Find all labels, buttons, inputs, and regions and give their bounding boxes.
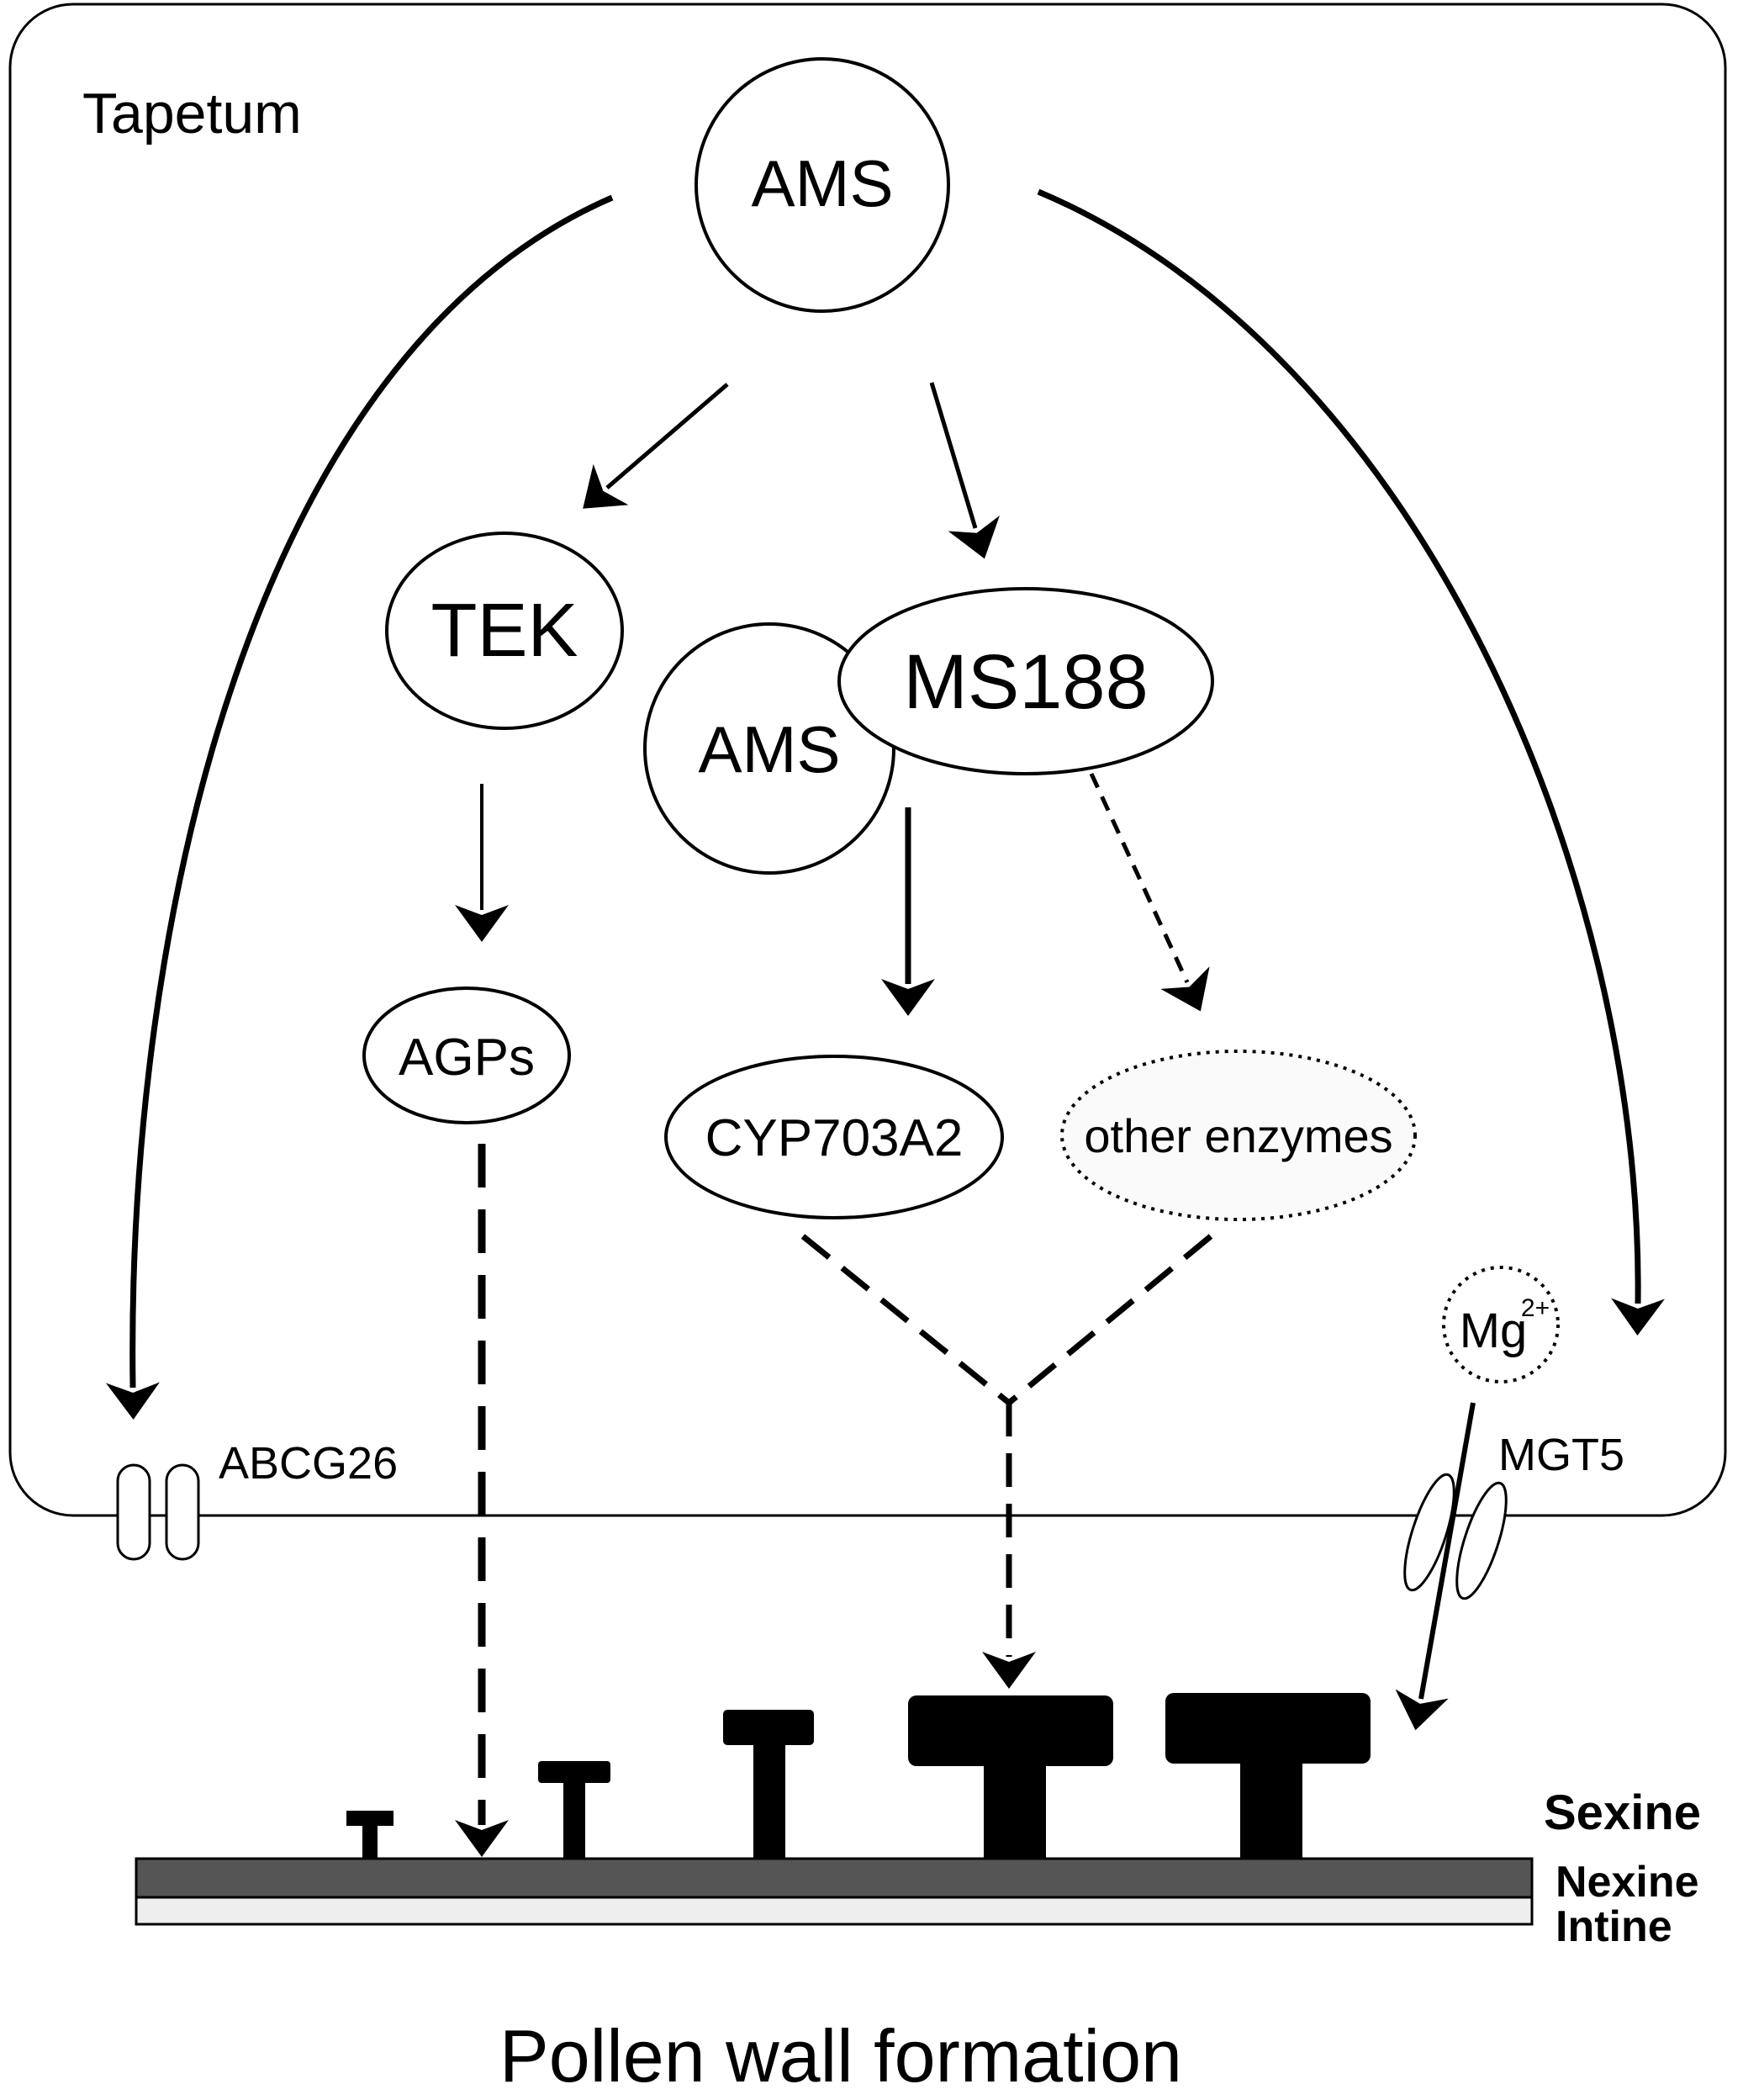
mgt5-label: MGT5 (1498, 1430, 1624, 1480)
sexine-bacula-2 (538, 1761, 610, 1859)
tapetum-cell (8, 3, 1727, 1517)
ms188-ellipse (837, 587, 1214, 775)
sexine-label: Sexine (1544, 1785, 1701, 1840)
sexine-structures (346, 1693, 1371, 1859)
nexine-label: Nexine (1555, 1858, 1699, 1907)
abcg26-transporter (116, 1463, 200, 1561)
diagram-title: Pollen wall formation (499, 2014, 1182, 2097)
sexine-bacula-5 (1165, 1693, 1371, 1859)
cyp703a2-node: CYP703A2 (664, 1055, 1004, 1219)
other-enzymes-label: other enzymes (1084, 1109, 1392, 1162)
tek-node: TEK (385, 532, 624, 730)
intine-layer (135, 1896, 1534, 1926)
arrow-mg-through-mgt5 (1395, 1402, 1476, 1731)
arrow-ams-to-tek (583, 383, 729, 509)
arrow-ams-to-mgt5 (1037, 188, 1666, 1336)
agps-node: AGPs (362, 987, 571, 1124)
abcg26-label: ABCG26 (219, 1438, 398, 1489)
nexine-layer (135, 1857, 1534, 1899)
arrow-complex-to-other-enzymes (1089, 772, 1210, 1012)
ams-top-node: AMS (695, 57, 950, 313)
mg-charge-label: 2+ (1521, 1294, 1550, 1322)
mgt5-transporter (1403, 1473, 1508, 1600)
ams-top-label: AMS (751, 146, 893, 220)
dashed-cyp703a2-to-junction (800, 1234, 1011, 1405)
tapetum-label: Tapetum (82, 82, 302, 145)
cyp703a2-label: CYP703A2 (705, 1109, 964, 1167)
mg-ion-node: Mg 2+ (1442, 1266, 1560, 1383)
arrow-ams-to-abcg26 (105, 194, 614, 1420)
sexine-bacula-1 (346, 1811, 393, 1859)
intine-label: Intine (1555, 1902, 1672, 1951)
ams-complex-label: AMS (698, 712, 840, 786)
sexine-bacula-3 (723, 1710, 814, 1859)
dashed-other-enzymes-to-junction (1006, 1234, 1213, 1405)
mg-label: Mg (1460, 1304, 1528, 1358)
ms188-label: MS188 (903, 639, 1149, 725)
sexine-bacula-4 (908, 1695, 1113, 1859)
tek-label: TEK (430, 589, 578, 673)
ams-ms188-complex: AMS MS188 (643, 587, 1214, 875)
arrow-ams-to-ms188 (929, 382, 1000, 559)
agps-label: AGPs (399, 1029, 535, 1087)
other-enzymes-node: other enzymes (1060, 1050, 1417, 1221)
